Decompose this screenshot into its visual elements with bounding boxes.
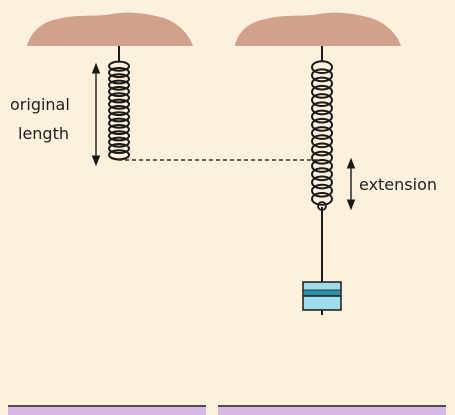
left-spring	[108, 46, 130, 161]
slotted-mass-icon	[302, 281, 342, 315]
original-length-label-line1: original	[10, 95, 70, 114]
spring-coil	[311, 142, 333, 157]
spring-coil	[108, 98, 130, 110]
spring-coil	[108, 149, 130, 161]
right-ceiling-support	[235, 12, 401, 46]
extension-arrow	[346, 157, 356, 211]
spring-coil	[311, 167, 333, 182]
spring-coil	[311, 84, 333, 99]
spring-coil	[108, 123, 130, 136]
spring-coil	[108, 85, 130, 98]
spring-coil	[108, 142, 130, 155]
spring-coil	[311, 93, 333, 107]
spring-coil	[311, 60, 333, 75]
spring-coil	[311, 159, 333, 173]
spring-coil	[108, 111, 130, 123]
left-ceiling-support	[27, 12, 193, 46]
extension-label: extension	[359, 175, 437, 194]
spring-coil	[108, 73, 130, 85]
spring-coil	[311, 134, 333, 149]
spring-coil	[311, 126, 333, 140]
spring-coil	[311, 191, 333, 206]
spring-coil	[108, 130, 130, 142]
spring-coil	[108, 79, 130, 91]
bottom-floor-strip	[0, 405, 455, 415]
spring-coil	[108, 60, 130, 72]
spring-coil	[311, 117, 333, 132]
spring-coil	[311, 76, 333, 91]
spring-coil	[108, 66, 130, 79]
spring-coil	[108, 136, 130, 148]
spring-coil	[311, 183, 333, 198]
spring-coil	[311, 175, 333, 190]
spring-coil	[311, 101, 333, 116]
spring-coil	[108, 104, 130, 117]
spring-coil	[311, 150, 333, 165]
spring-coil	[108, 117, 130, 129]
original-length-label-line2: length	[18, 124, 69, 143]
right-spring	[311, 46, 333, 282]
spring-coil	[108, 92, 130, 104]
spring-coil	[311, 68, 333, 83]
original-length-arrow	[91, 62, 101, 167]
spring-coil	[311, 109, 333, 124]
